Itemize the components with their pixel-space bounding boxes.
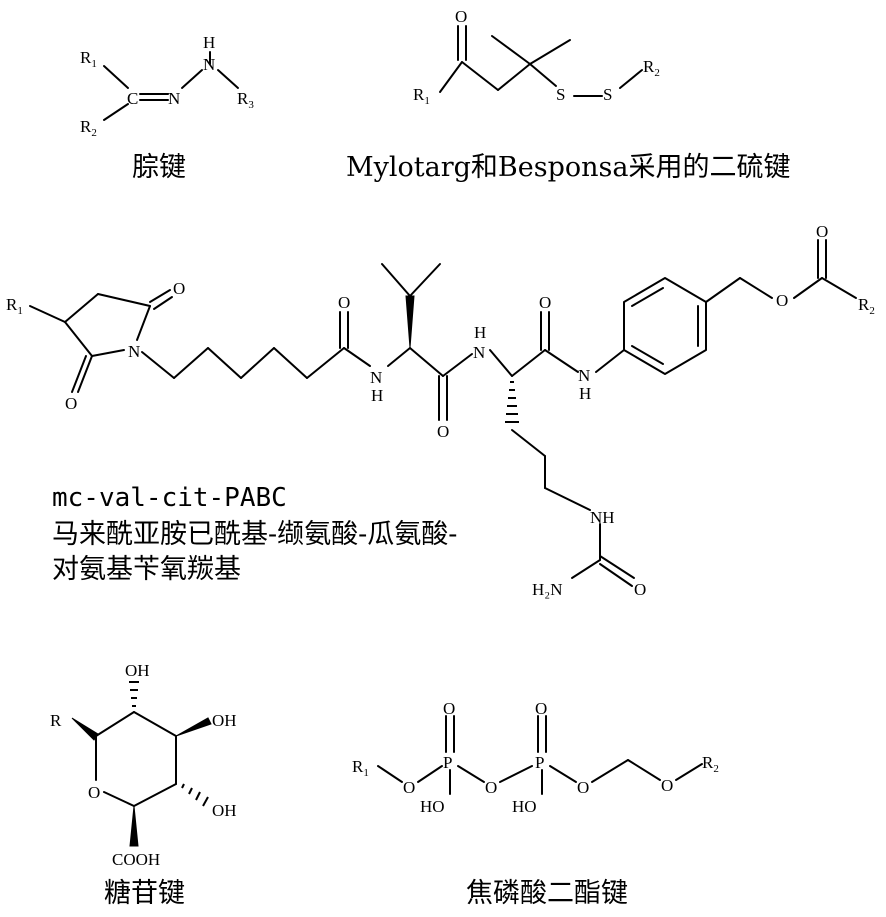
atom-label-c: C xyxy=(127,89,138,108)
atom-label-r1-pyro: R1 xyxy=(352,757,369,779)
atom-label-ho-p1: HO xyxy=(420,797,445,816)
atom-label-r2: R2 xyxy=(80,117,97,139)
caption-disulfide: Mylotarg和Besponsa采用的二硫键 xyxy=(346,152,791,183)
atom-label-n: N xyxy=(168,89,180,108)
atom-label-o-pyro3: O xyxy=(577,778,589,797)
atom-label-s1: S xyxy=(556,85,565,104)
atom-label-o-ketone: O xyxy=(455,7,467,26)
atom-label-nh-urea: NH xyxy=(590,508,615,527)
atom-label-nh-val: N xyxy=(370,368,382,387)
hashed-bond-oh-top xyxy=(129,681,139,707)
hashed-bond-oh-right xyxy=(181,783,209,807)
atom-label-o-ring: O xyxy=(88,783,100,802)
atom-label-cooh: COOH xyxy=(112,850,160,869)
atom-label-o-p1-double: O xyxy=(443,699,455,718)
atom-label-o-carbonyl: O xyxy=(816,222,828,241)
atom-label-r2-disulfide: R2 xyxy=(643,57,660,79)
atom-label-o-pyro4: O xyxy=(661,776,673,795)
mc-val-cit-pabc-structure: R1 O N O O N H O H N O N H O O R2 NH H₂N… xyxy=(6,222,875,599)
atom-label-r2-mc: R2 xyxy=(858,295,875,317)
atom-label-r2-pyro: R2 xyxy=(702,753,719,775)
atom-label-ho-p2: HO xyxy=(512,797,537,816)
caption-mc-code: mc-val-cit-PABC xyxy=(52,483,287,513)
atom-label-nh: N xyxy=(203,55,215,74)
atom-label-h-val: H xyxy=(371,386,383,405)
atom-label-o-pyro1: O xyxy=(403,778,415,797)
caption-pyrophosphate: 焦磷酸二酯键 xyxy=(466,878,628,909)
atom-label-o-amide1: O xyxy=(338,293,350,312)
glucuronide-structure: OH OH OH R O COOH xyxy=(50,661,237,869)
atom-label-oh-top: OH xyxy=(125,661,150,680)
atom-label-o-urea: O xyxy=(634,580,646,599)
atom-label-o-imide1: O xyxy=(173,279,185,298)
atom-label-nh-cit: N xyxy=(473,343,485,362)
atom-label-o-p2-double: O xyxy=(535,699,547,718)
atom-label-n-imide: N xyxy=(128,342,140,361)
atom-label-r-glucuronide: R xyxy=(50,711,62,730)
atom-label-o-bridge: O xyxy=(485,778,497,797)
atom-label-r1-mc: R1 xyxy=(6,295,23,317)
hashed-wedge-bond xyxy=(505,381,519,423)
disulfide-structure: O R1 S S R2 xyxy=(413,7,660,107)
atom-label-o-imide2: O xyxy=(65,394,77,413)
atom-label-r1: R1 xyxy=(80,48,97,70)
atom-label-h-cit: H xyxy=(474,323,486,342)
caption-mc-line2: 对氨基苄氧羰基 xyxy=(52,554,241,585)
caption-glucuronide: 糖苷键 xyxy=(104,878,185,909)
atom-label-o-ester: O xyxy=(776,291,788,310)
atom-label-h: H xyxy=(203,33,215,52)
atom-label-r1-disulfide: R1 xyxy=(413,85,430,107)
atom-label-oh-right: OH xyxy=(212,711,237,730)
hydrazone-structure: R1 R2 C N H N R3 xyxy=(80,33,254,139)
atom-label-p1: P xyxy=(443,753,452,772)
pyrophosphate-structure: R1 O P O HO O P O HO O O R2 xyxy=(352,699,719,816)
caption-mc-line1: 马来酰亚胺已酰基-缬氨酸-瓜氨酸- xyxy=(52,519,457,550)
atom-label-nh-pab: N xyxy=(578,366,590,385)
atom-label-h2n-urea: H₂N xyxy=(532,580,562,599)
atom-label-r3: R3 xyxy=(237,89,254,111)
caption-hydrazone: 腙键 xyxy=(132,152,186,183)
atom-label-o-amide3: O xyxy=(539,293,551,312)
atom-label-oh-bottom: OH xyxy=(212,801,237,820)
atom-label-h-pab: H xyxy=(579,384,591,403)
atom-label-o-amide2: O xyxy=(437,422,449,441)
atom-label-p2: P xyxy=(535,753,544,772)
atom-label-s2: S xyxy=(603,85,612,104)
